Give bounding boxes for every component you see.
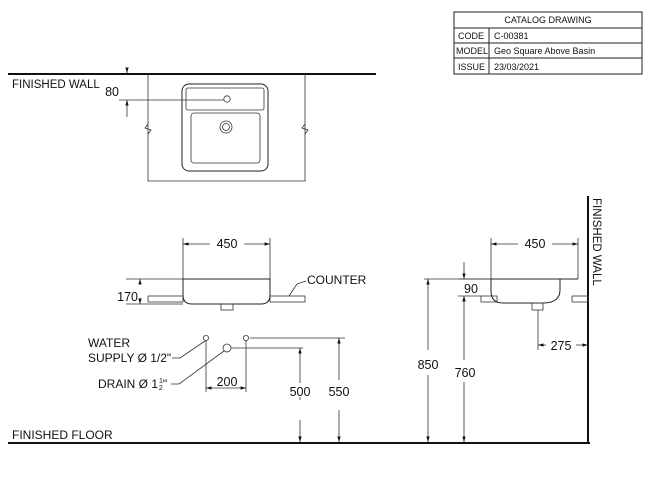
dim-drain-height: 500 (290, 385, 311, 399)
plan-view: FINISHED WALL 80 (8, 67, 376, 182)
waste-front (220, 303, 234, 311)
finished-wall-top-label: FINISHED WALL (12, 79, 100, 91)
side-view: FINISHED WALL 450 90 275 850 760 (413, 196, 602, 443)
supply-point-right (242, 334, 249, 341)
tap-deck (185, 87, 265, 111)
title-block: CATALOG DRAWING CODE C-00381 MODEL Geo S… (453, 11, 643, 75)
dim-drain-projection: 275 (551, 339, 572, 353)
drain-outer-plan (219, 120, 233, 134)
basin-body-front (182, 279, 271, 305)
dim-side-width: 450 (525, 237, 546, 251)
code-key: CODE (458, 31, 484, 41)
waste-side (531, 302, 544, 311)
water-supply-label-2: SUPPLY Ø 1/2" (88, 351, 171, 365)
model-value: Geo Square Above Basin (494, 46, 595, 56)
dim-front-height: 170 (117, 290, 138, 304)
basin-outline-plan (181, 83, 269, 172)
dim-supply-offset: 200 (217, 375, 238, 389)
finished-wall-side-label: FINISHED WALL (590, 198, 602, 286)
supply-point-left (202, 334, 209, 341)
drain-inner-plan (222, 123, 230, 131)
issue-value: 23/03/2021 (494, 62, 539, 72)
basin-body-side (490, 279, 561, 304)
drain-point (222, 343, 232, 353)
dim-side-rim-depth: 90 (464, 282, 478, 296)
counter-outline-plan (147, 74, 306, 182)
counter-label: COUNTER (307, 273, 367, 287)
dim-supply-height: 550 (329, 385, 350, 399)
counter-right-front (269, 295, 306, 303)
counter-left-front (147, 295, 184, 303)
dim-top-setback: 80 (105, 85, 119, 99)
model-key: MODEL (456, 46, 488, 56)
dim-front-width: 450 (217, 237, 238, 251)
front-view: 450 COUNTER 170 WATER SUPPLY Ø 1/2" DRAI… (88, 236, 367, 442)
dim-rim-height: 850 (418, 358, 439, 372)
code-value: C-00381 (494, 31, 529, 41)
counter-left-side (480, 295, 498, 303)
counter-right-side (571, 295, 589, 303)
water-supply-label-1: WATER (88, 336, 130, 350)
bowl-plan (190, 112, 261, 164)
dim-counter-height: 760 (455, 366, 476, 380)
issue-key: ISSUE (458, 62, 485, 72)
finished-floor-label: FINISHED FLOOR (12, 428, 113, 442)
title-block-heading: CATALOG DRAWING (504, 15, 591, 25)
tap-hole (223, 95, 231, 103)
